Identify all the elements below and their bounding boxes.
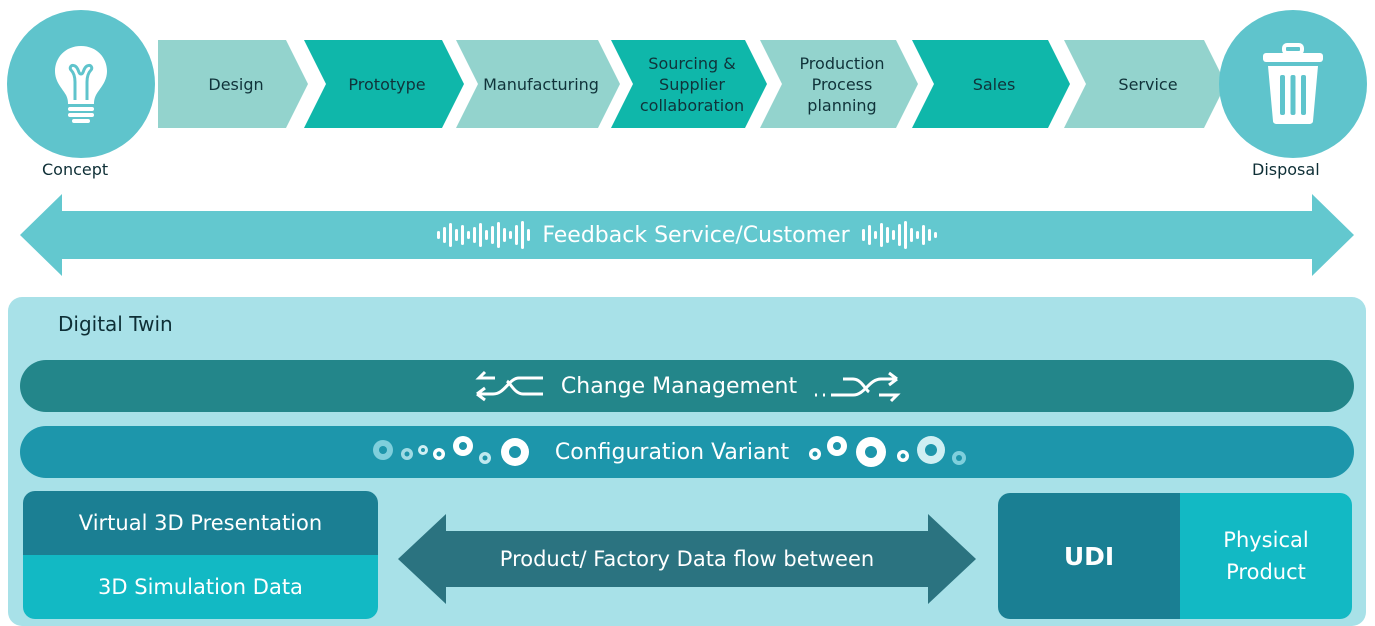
stage-design: Design: [158, 40, 308, 128]
digital-twin-title: Digital Twin: [58, 312, 173, 336]
trash-icon: [1263, 43, 1323, 124]
physical-product-label: Physical Product: [1180, 493, 1352, 619]
configuration-variant-label: Configuration Variant: [554, 439, 790, 465]
change-management-label: Change Management: [560, 373, 798, 399]
sound-wave-icon: [437, 220, 531, 250]
gears-icon: [369, 434, 539, 470]
stage-manufacturing: Manufacturing: [456, 40, 620, 128]
feedback-row: Feedback Service/Customer: [20, 194, 1354, 276]
disposal-circle: [1219, 10, 1367, 158]
stage-sales: Sales: [912, 40, 1070, 128]
stage-prototype: Prototype: [304, 40, 464, 128]
lightbulb-icon: [55, 46, 107, 123]
feedback-label: Feedback Service/Customer: [542, 222, 850, 248]
udi-label: UDI: [998, 493, 1180, 619]
shuffle-arrows-icon: [815, 371, 901, 403]
virtual-3d-presentation: Virtual 3D Presentation: [23, 491, 378, 555]
configuration-variant-bar: Configuration Variant: [20, 426, 1354, 478]
stage-production-planning: Production Process planning: [760, 40, 918, 128]
disposal-label: Disposal: [1252, 160, 1320, 179]
virtual-presentation-box: Virtual 3D Presentation 3D Simulation Da…: [23, 491, 378, 619]
gears-icon: [805, 434, 1005, 470]
data-flow-label: Product/ Factory Data flow between: [499, 547, 875, 571]
simulation-data: 3D Simulation Data: [23, 555, 378, 619]
stage-service: Service: [1064, 40, 1226, 128]
sound-wave-icon: [861, 220, 937, 250]
physical-product-box: UDI Physical Product: [998, 493, 1352, 619]
stage-sourcing: Sourcing & Supplier collaboration: [611, 40, 767, 128]
shuffle-arrows-icon: [475, 370, 543, 402]
change-management-bar: Change Management: [20, 360, 1354, 412]
concept-circle: [7, 10, 155, 158]
concept-label: Concept: [42, 160, 109, 179]
